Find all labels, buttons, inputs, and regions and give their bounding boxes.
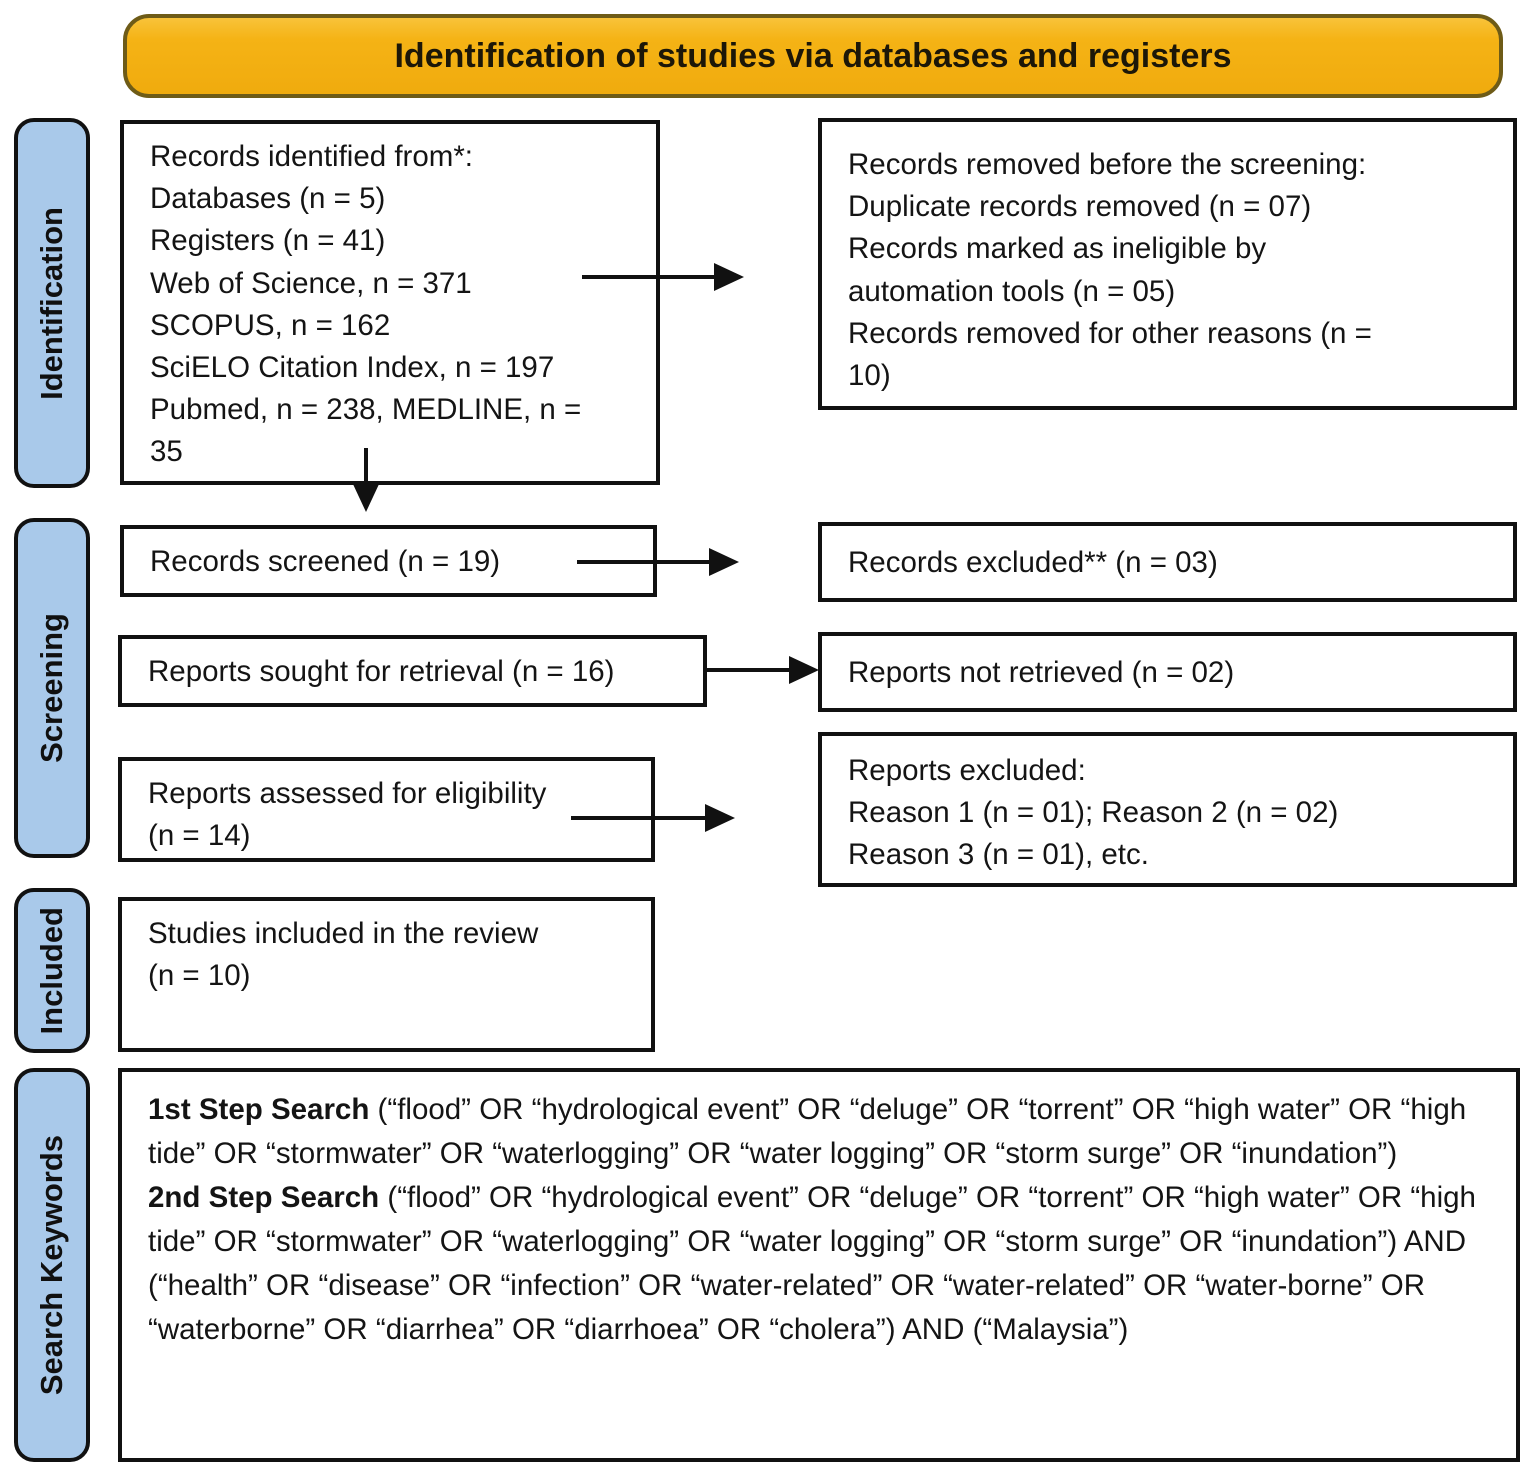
stage-label-search-keywords: Search Keywords (14, 1068, 90, 1462)
box-reports-excluded: Reports excluded: Reason 1 (n = 01); Rea… (818, 732, 1517, 887)
box-records-screened: Records screened (n = 19) (120, 525, 657, 597)
box-records-screened-text: Records screened (n = 19) (150, 544, 501, 578)
arrow-sought-to-not-retrieved (703, 655, 819, 685)
box-records-removed: Records removed before the screening: Du… (818, 118, 1517, 410)
arrow-line (571, 816, 711, 820)
arrow-head-icon (709, 548, 739, 576)
search-keywords-step1-query: (“flood” OR “hydrological event” OR “del… (148, 1093, 1475, 1170)
arrow-head-icon (714, 263, 744, 291)
search-keywords-step1: 1st Step Search (“flood” OR “hydrologica… (148, 1088, 1502, 1176)
stage-label-screening: Screening (14, 518, 90, 858)
box-records-excluded-text: Records excluded** (n = 03) (848, 545, 1218, 579)
arrow-identified-to-screened (351, 448, 381, 512)
search-keywords-step2-query: (“flood” OR “hydrological event” OR “del… (148, 1180, 1485, 1346)
box-reports-sought: Reports sought for retrieval (n = 16) (118, 635, 707, 707)
box-search-keywords: 1st Step Search (“flood” OR “hydrologica… (118, 1068, 1520, 1462)
arrow-line (703, 668, 795, 672)
box-records-excluded: Records excluded** (n = 03) (818, 522, 1517, 602)
box-studies-included: Studies included in the review (n = 10) (118, 897, 655, 1052)
search-keywords-step2: 2nd Step Search (“flood” OR “hydrologica… (148, 1176, 1502, 1352)
arrow-line (364, 448, 368, 488)
arrow-head-icon (705, 804, 735, 832)
stage-label-identification-text: Identification (34, 206, 69, 400)
stage-label-included: Included (14, 888, 90, 1053)
stage-label-identification: Identification (14, 118, 90, 488)
search-keywords-step1-label: 1st Step Search (148, 1093, 370, 1126)
box-reports-sought-text: Reports sought for retrieval (n = 16) (148, 654, 615, 688)
stage-label-screening-text: Screening (34, 613, 69, 763)
search-keywords-step2-label: 2nd Step Search (148, 1180, 380, 1214)
arrow-head-icon (789, 656, 819, 684)
arrow-identified-to-removed (582, 262, 744, 292)
stage-label-included-text: Included (34, 906, 69, 1035)
stage-label-search-keywords-text: Search Keywords (34, 1134, 69, 1396)
box-reports-not-retrieved-text: Reports not retrieved (n = 02) (848, 655, 1235, 689)
box-reports-not-retrieved: Reports not retrieved (n = 02) (818, 632, 1517, 712)
arrow-assessed-to-reports-excluded (571, 803, 735, 833)
arrow-head-icon (352, 482, 380, 512)
arrow-screened-to-excluded (577, 547, 739, 577)
arrow-line (577, 560, 715, 564)
box-records-identified: Records identified from*: Databases (n =… (120, 120, 660, 485)
arrow-line (582, 275, 720, 279)
box-reports-assessed: Reports assessed for eligibility (n = 14… (118, 757, 655, 862)
header-banner: Identification of studies via databases … (123, 14, 1503, 98)
